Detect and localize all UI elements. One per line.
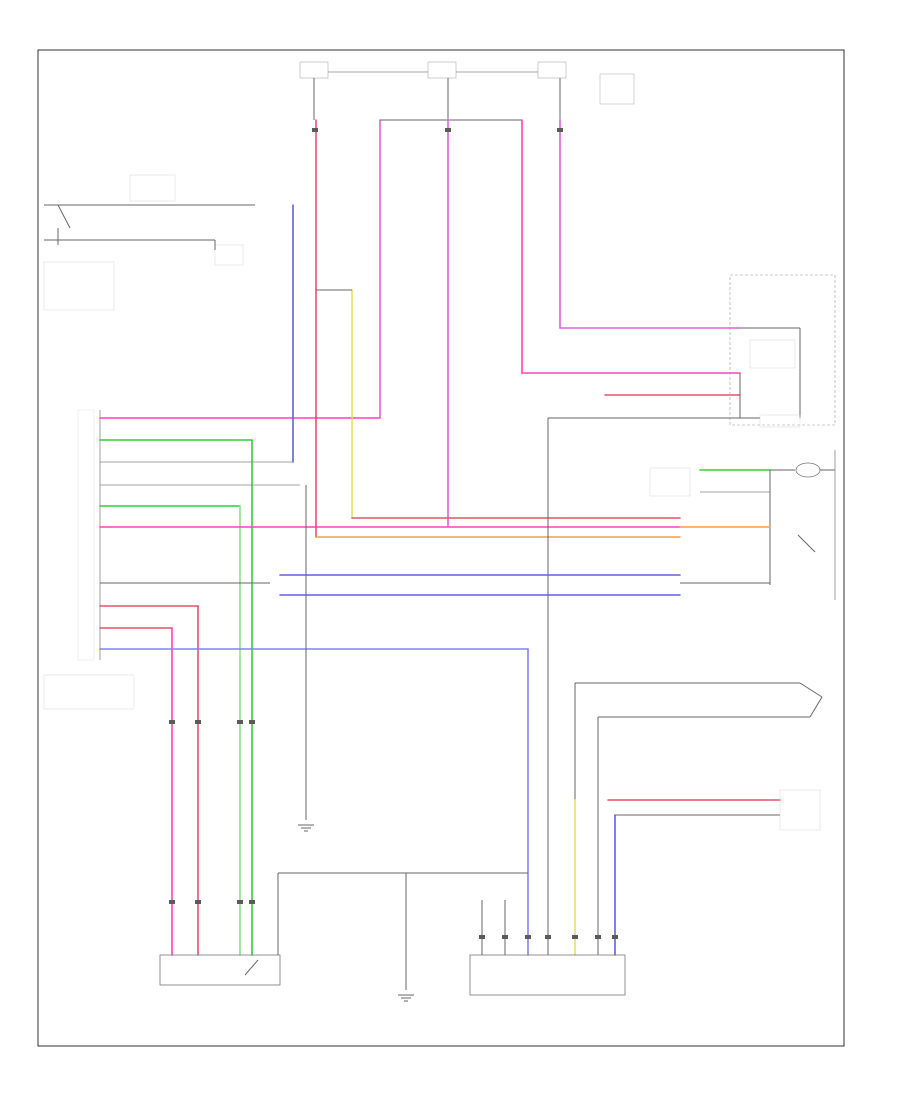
4wd-control-module-left	[43, 409, 135, 710]
connector-terminal-icon	[169, 128, 618, 939]
4wd-control-connector-block	[469, 900, 626, 996]
fuse-box-top	[299, 61, 635, 120]
transfer-switch-lower-right	[574, 682, 823, 956]
combination-meter	[729, 274, 836, 428]
transfer-indicator-right	[649, 450, 836, 600]
diagram-frame	[37, 49, 845, 1047]
ground-symbol-icon-center	[398, 994, 414, 1002]
ground-symbol-icon	[298, 824, 314, 832]
transfer-switch-topleft	[43, 174, 255, 311]
differential-lock-switch-block	[159, 872, 528, 986]
